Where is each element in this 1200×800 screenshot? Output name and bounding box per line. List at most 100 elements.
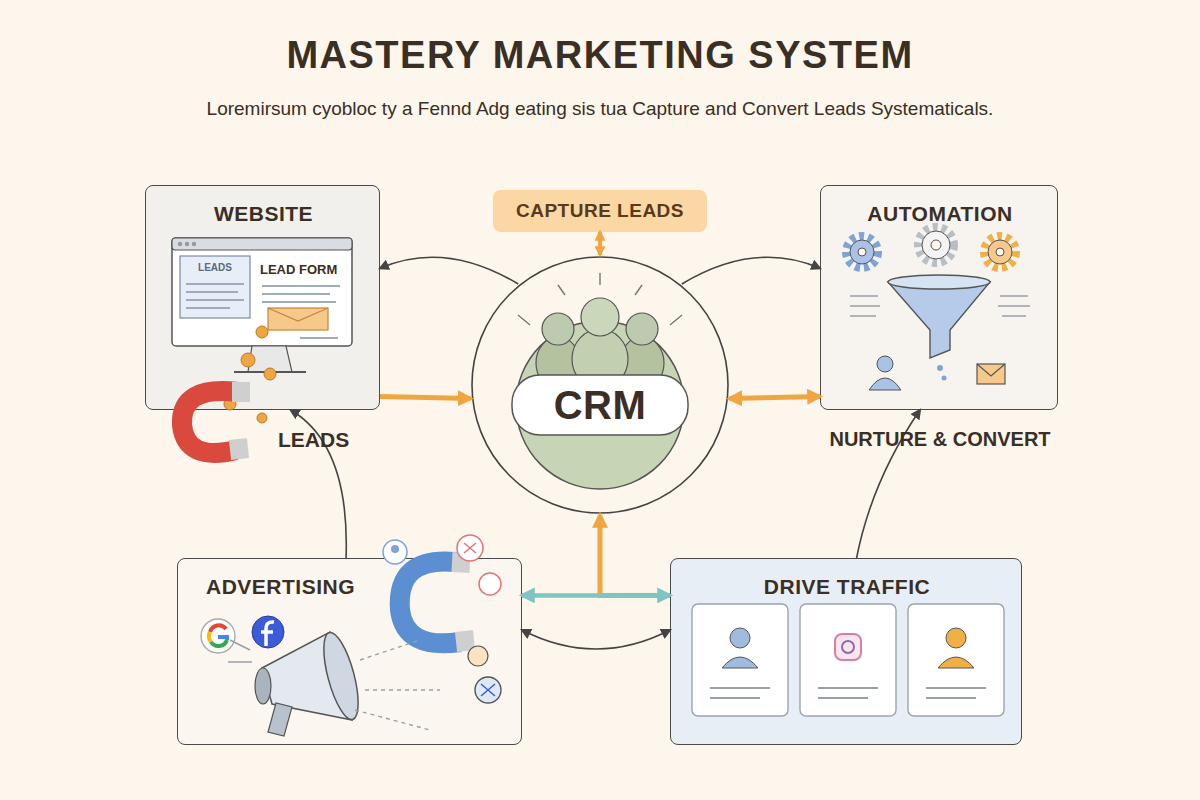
traffic-card	[800, 604, 896, 716]
google-icon-part	[218, 637, 227, 640]
envelope-icon-part	[977, 364, 1005, 376]
form-label: LEADS	[183, 262, 247, 273]
node-heading: AUTOMATION	[821, 202, 1059, 226]
funnel-part	[888, 275, 990, 289]
lead-dots-part	[264, 368, 276, 380]
website-box: WEBSITE	[145, 185, 380, 410]
blue-magnet	[400, 561, 474, 643]
gear-orange-part	[996, 248, 1004, 256]
crm-shape-part	[581, 298, 619, 336]
traffic-card-part	[926, 688, 986, 698]
social-icons-part	[355, 640, 440, 730]
gear-gray-part	[922, 231, 950, 259]
social-icons-part	[391, 545, 399, 553]
social-icons-part	[475, 677, 501, 703]
lead-dots	[224, 326, 276, 423]
browser-window-part	[172, 238, 352, 250]
person-icon-part	[877, 356, 893, 372]
crm-circle: CRM	[470, 255, 730, 515]
browser-window-part	[268, 308, 328, 330]
lead-dots-part	[256, 326, 268, 338]
crm-shape-part	[626, 313, 658, 345]
traffic-card-part	[835, 634, 861, 660]
traffic-card-part	[722, 657, 758, 668]
person-icon	[869, 356, 901, 390]
red-magnet-part	[230, 392, 250, 450]
traffic-card-part	[800, 604, 896, 716]
crm-shape-part	[512, 375, 688, 435]
megaphone-part	[262, 632, 352, 720]
funnel	[850, 275, 1030, 381]
flow-arrow	[522, 593, 670, 598]
gear-blue-part	[846, 236, 878, 268]
megaphone	[228, 629, 365, 736]
browser-window-part	[248, 346, 292, 372]
traffic-card-part	[842, 641, 854, 653]
browser-window-part	[186, 284, 244, 308]
lead-dots-part	[239, 383, 249, 393]
flow-label: NURTURE & CONVERT	[810, 428, 1070, 451]
flow-arrow	[729, 397, 820, 399]
red-magnet	[182, 391, 250, 453]
traffic-card-part	[818, 688, 878, 698]
gear-blue	[846, 236, 878, 268]
google-icon-part	[211, 640, 227, 646]
browser-window-part	[268, 308, 328, 321]
social-icons-part	[383, 540, 407, 564]
envelope-icon-part	[977, 364, 1005, 384]
form-label: LEAD FORM	[260, 262, 350, 277]
browser-window-part	[180, 256, 250, 318]
node-heading: DRIVE TRAFFIC	[671, 575, 1023, 599]
social-icons-part	[468, 646, 488, 666]
automation-box: AUTOMATION	[820, 185, 1058, 410]
crm-shape-part	[542, 313, 574, 345]
traffic-card-part	[730, 628, 750, 648]
traffic-card-part	[946, 628, 966, 648]
browser-window-part	[178, 242, 182, 246]
traffic-card	[692, 604, 788, 716]
flow-label: LEADS	[278, 428, 378, 452]
lead-dots-part	[224, 398, 236, 410]
social-icons-part	[457, 535, 483, 561]
megaphone-part	[317, 629, 365, 723]
traffic-card-part	[710, 688, 770, 698]
google-icon	[201, 619, 235, 653]
traffic-card-part	[938, 657, 974, 668]
node-heading: WEBSITE	[146, 202, 381, 226]
browser-window-part	[185, 242, 189, 246]
funnel-part	[850, 296, 1030, 316]
megaphone-part	[268, 703, 292, 736]
person-icon-part	[869, 378, 901, 390]
advertising-box: ADVERTISING	[177, 558, 522, 745]
funnel-part	[888, 282, 990, 358]
megaphone-part	[228, 640, 252, 662]
envelope-icon	[977, 364, 1005, 384]
browser-window-part	[234, 371, 306, 373]
flow-curve	[380, 257, 518, 284]
blue-magnet-part	[452, 562, 474, 642]
social-icons	[355, 535, 501, 730]
traffic-box: DRIVE TRAFFIC	[670, 558, 1022, 745]
megaphone-part	[255, 668, 271, 704]
gear-orange-part	[988, 240, 1012, 264]
gear-orange-part	[984, 236, 1016, 268]
lead-dots-part	[241, 353, 255, 367]
traffic-card-part	[908, 604, 1004, 716]
social-icons-part	[464, 543, 476, 553]
red-magnet-part	[182, 391, 238, 453]
funnel-part	[942, 376, 947, 381]
gear-gray	[918, 227, 954, 263]
flow-curve	[682, 257, 820, 284]
lead-dots-part	[257, 413, 267, 423]
google-icon-part	[209, 632, 211, 642]
gear-blue-part	[858, 248, 866, 256]
gear-orange	[984, 236, 1016, 268]
gear-blue-part	[850, 240, 874, 264]
flow-arrow	[600, 515, 670, 595]
capture-pill: CAPTURE LEADS	[493, 190, 707, 232]
facebook-icon	[252, 616, 284, 648]
flow-curve	[522, 630, 670, 649]
crm-shape-part	[472, 257, 728, 513]
